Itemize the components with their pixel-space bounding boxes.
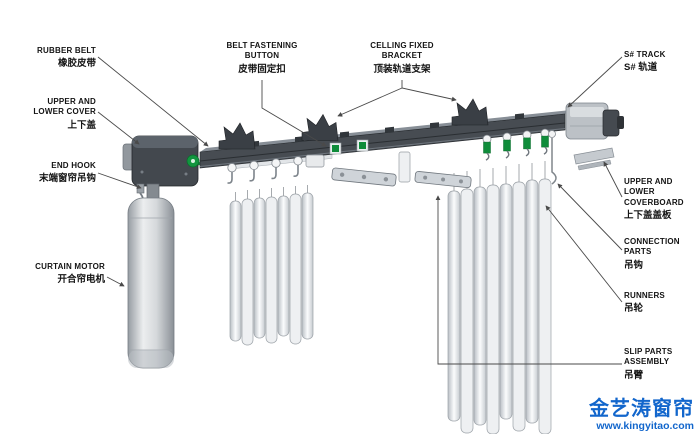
label-slip-parts-assembly-en: SLIP PARTS ASSEMBLY xyxy=(624,347,673,367)
label-connection-parts-zh: 吊钩 xyxy=(624,259,644,271)
leader-lines xyxy=(97,56,623,365)
leader-ceiling-bracket-right xyxy=(401,80,457,102)
label-connection-parts-en: CONNECTION PARTS xyxy=(624,237,680,257)
label-runners: RUNNERS 吊轮 xyxy=(624,291,694,315)
watermark-brand: 金艺涛窗帘 xyxy=(589,398,694,420)
label-end-hook-zh: 末端窗帘吊钩 xyxy=(38,173,96,185)
track-end-cap xyxy=(565,102,624,140)
label-slip-parts-assembly: SLIP PARTS ASSEMBLY 吊臂 xyxy=(624,347,694,381)
label-upper-lower-coverboard-en: UPPER AND LOWER COVERBOARD xyxy=(624,177,684,207)
leader-end-hook xyxy=(97,172,142,189)
label-belt-fastening-button-zh: 皮带固定扣 xyxy=(238,63,286,75)
s-track xyxy=(199,110,571,169)
label-ceiling-fixed-bracket-en: CELLING FIXED BRACKET xyxy=(370,41,434,61)
coverboard xyxy=(573,147,615,171)
ceiling-bracket-2 xyxy=(301,113,339,141)
label-rubber-belt-zh: 橡胶皮带 xyxy=(57,58,96,70)
label-upper-lower-cover-zh: 上下盖 xyxy=(67,119,96,131)
label-s-track: S# TRACK S# 轨道 xyxy=(624,50,694,74)
connection-parts xyxy=(548,130,557,185)
runners-right xyxy=(482,128,550,161)
label-curtain-motor-en: CURTAIN MOTOR xyxy=(35,262,105,271)
label-curtain-motor: CURTAIN MOTOR 开合帘电机 xyxy=(20,262,105,286)
motor-housing-cover xyxy=(122,135,200,187)
label-runners-zh: 吊轮 xyxy=(624,303,644,315)
ceiling-fixed-brackets xyxy=(218,98,489,150)
belt-fastening-buttons xyxy=(329,139,369,155)
label-upper-lower-coverboard-zh: 上下盖盖板 xyxy=(624,210,672,222)
watermark-site: www.kingyitao.com xyxy=(596,420,694,432)
leader-belt-fastening xyxy=(261,80,327,147)
curtain-motor xyxy=(127,183,175,369)
label-upper-lower-cover: UPPER AND LOWER COVER 上下盖 xyxy=(20,97,96,131)
leader-ceiling-bracket-mid xyxy=(337,87,403,117)
label-belt-fastening-button-en: BELT FASTENING BUTTON xyxy=(226,41,298,61)
ceiling-bracket-3 xyxy=(451,98,489,126)
label-belt-fastening-button: BELT FASTENING BUTTON 皮带固定扣 xyxy=(220,41,304,75)
label-s-track-en: S# TRACK xyxy=(624,50,666,59)
curtain-panel-group-right xyxy=(447,161,552,434)
label-connection-parts: CONNECTION PARTS 吊钩 xyxy=(624,237,696,271)
leader-cover xyxy=(97,111,140,145)
label-runners-en: RUNNERS xyxy=(624,291,665,300)
label-end-hook: END HOOK 末端窗帘吊钩 xyxy=(26,161,96,185)
label-end-hook-en: END HOOK xyxy=(51,161,96,170)
leader-rubber-belt xyxy=(97,56,209,147)
label-slip-parts-assembly-zh: 吊臂 xyxy=(624,369,644,381)
label-upper-lower-cover-en: UPPER AND LOWER COVER xyxy=(33,97,96,117)
curtain-panel-group-left xyxy=(229,185,314,346)
watermark: 金艺涛窗帘 www.kingyitao.com xyxy=(589,398,694,433)
label-ceiling-fixed-bracket: CELLING FIXED BRACKET 顶装轨道支架 xyxy=(360,41,444,75)
label-ceiling-fixed-bracket-zh: 顶装轨道支架 xyxy=(373,63,431,75)
leader-connection-parts xyxy=(557,183,623,251)
leader-s-track xyxy=(567,56,623,108)
label-rubber-belt-en: RUBBER BELT xyxy=(37,46,96,55)
leader-runners xyxy=(545,205,623,303)
leader-curtain-motor xyxy=(106,276,125,287)
label-upper-lower-coverboard: UPPER AND LOWER COVERBOARD 上下盖盖板 xyxy=(624,177,696,222)
label-rubber-belt: RUBBER BELT 橡胶皮带 xyxy=(28,46,96,70)
runners-left xyxy=(227,154,325,184)
ceiling-bracket-1 xyxy=(218,122,256,150)
label-curtain-motor-zh: 开合帘电机 xyxy=(57,274,105,286)
slip-parts-assembly xyxy=(331,151,472,189)
label-s-track-zh: S# 轨道 xyxy=(624,62,658,74)
leader-slip-parts xyxy=(435,195,622,365)
leader-coverboard xyxy=(603,161,623,198)
